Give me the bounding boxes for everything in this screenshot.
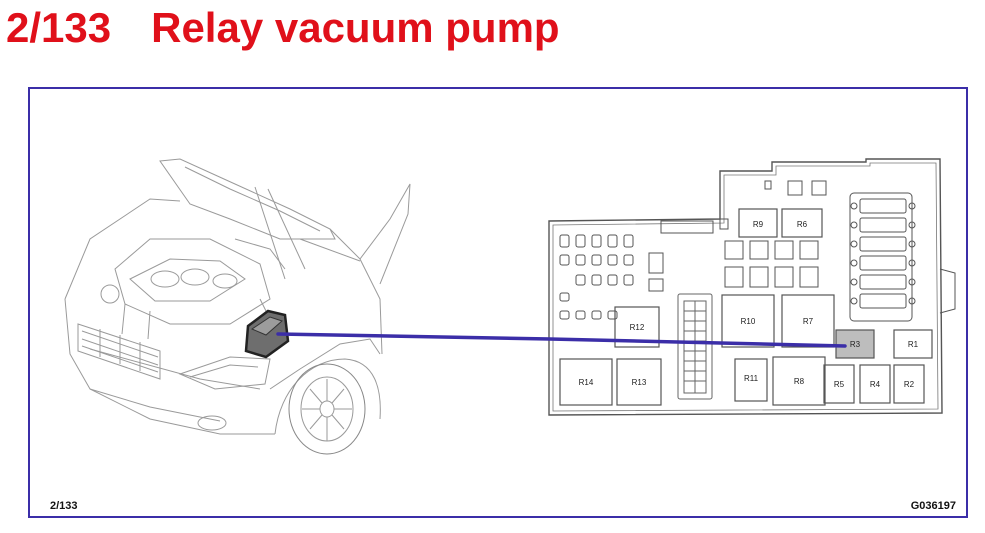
relay-label-r7: R7: [803, 317, 814, 326]
relay-r11: [734, 358, 768, 402]
relay-r3-highlighted: [835, 329, 875, 359]
relay-label-r6: R6: [797, 220, 808, 229]
relay-label-r8: R8: [794, 377, 805, 386]
diagram-canvas: R9 R6 R12 R10 R7 R3 R1 R14 R13 R11 R8 R5…: [64, 158, 956, 455]
footer-code: 2/133: [50, 500, 78, 512]
leader-line: [276, 332, 847, 348]
relay-label-r1: R1: [908, 340, 919, 349]
relay-r12: [614, 306, 660, 348]
relay-label-r5: R5: [834, 380, 845, 389]
relay-label-r10: R10: [741, 317, 756, 326]
relay-label-r13: R13: [632, 378, 647, 387]
relay-r6: [781, 208, 823, 238]
relay-label-r11: R11: [744, 374, 759, 383]
relay-r13: [616, 358, 662, 406]
relay-label-r2: R2: [904, 380, 915, 389]
relay-label-r3: R3: [850, 340, 861, 349]
relay-r2: [893, 364, 925, 404]
page-header: 2/133 Relay vacuum pump: [6, 2, 560, 54]
relay-r9: [738, 208, 778, 238]
relay-label-r12: R12: [630, 323, 645, 332]
relay-box-diagram: R9 R6 R12 R10 R7 R3 R1 R14 R13 R11 R8 R5…: [548, 158, 956, 416]
car-illustration: [64, 158, 411, 455]
relay-r1: [893, 329, 933, 359]
relay-r14: [559, 358, 613, 406]
diagram-frame: R9 R6 R12 R10 R7 R3 R1 R14 R13 R11 R8 R5…: [28, 87, 968, 518]
relay-r5: [823, 364, 855, 404]
page-title: Relay vacuum pump: [151, 4, 560, 51]
relay-box-on-car: [244, 309, 290, 359]
relay-r7: [781, 294, 835, 348]
relay-label-r4: R4: [870, 380, 881, 389]
diagram-code: 2/133: [6, 4, 112, 51]
relay-r4: [859, 364, 891, 404]
figure-id: G036197: [910, 500, 956, 512]
relay-r8: [772, 356, 826, 406]
relay-label-r9: R9: [753, 220, 764, 229]
relay-label-r14: R14: [579, 378, 594, 387]
relay-r10: [721, 294, 775, 348]
